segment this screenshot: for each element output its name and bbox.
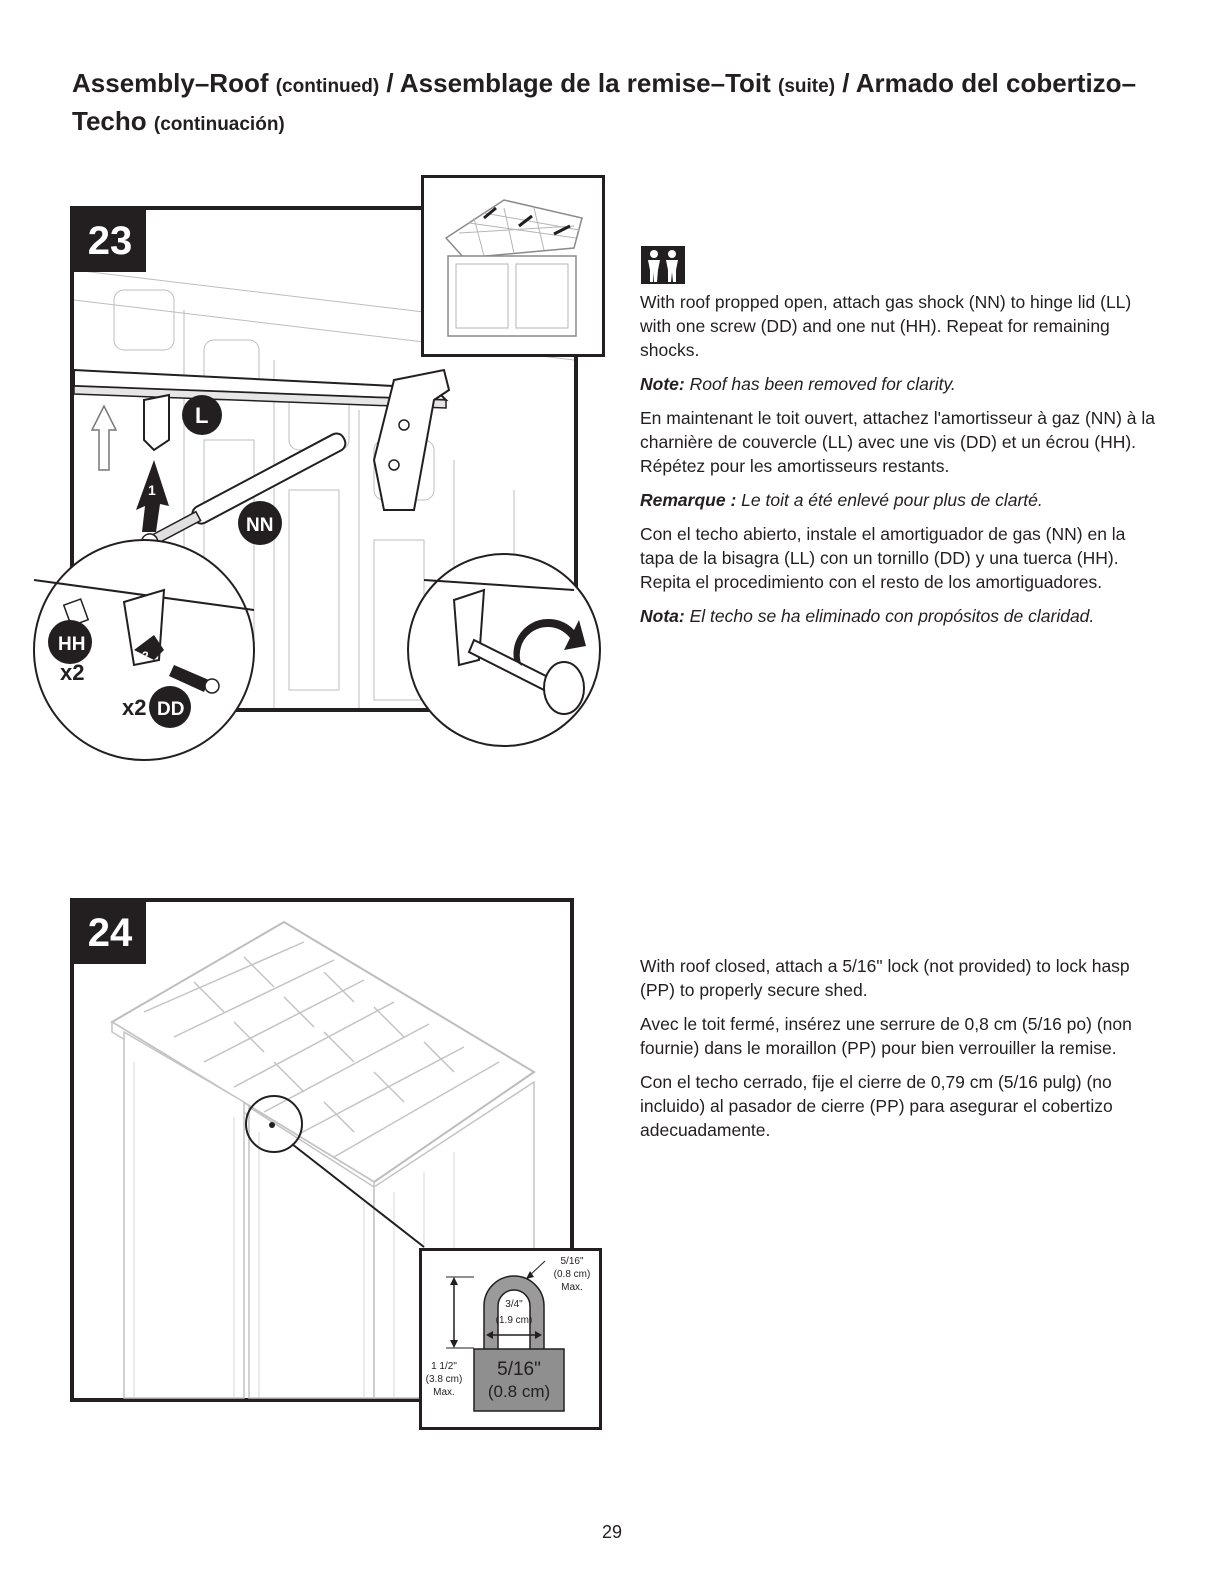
step-24-english: With roof closed, attach a 5/16" lock (n… [640,956,1130,1000]
step-23-instructions: With roof propped open, attach gas shock… [640,290,1155,638]
bracket [143,393,170,452]
step-23-english-note: Note: Roof has been removed for clarity. [640,372,1155,396]
width-dimension-cm: (1.9 cm) [496,1315,533,1326]
hinge-plate [372,368,451,511]
title-es-sub: (continuación) [153,114,285,135]
part-l-badge [182,395,222,435]
wrench-detail [407,553,601,747]
leader-line [291,1143,425,1248]
title-separator: / [379,68,400,98]
part-dd-count: x2 [122,695,146,720]
part-dd-label: DD [157,699,184,720]
step-24-lock-inset: 5/16" (0.8 cm) 3/4" (1.9 cm) 1 1/2" (3.8… [419,1248,602,1430]
step-23-french-note: Remarque : Le toit a été enlevé pour plu… [640,488,1155,512]
step-24-number: 24 [74,902,146,964]
title-en-sub: (continued) [275,76,380,97]
title-fr: Assemblage de la remise–Toit [399,68,771,98]
step-23-inset-overview [421,175,605,357]
shackle-dimension-cm: (0.8 cm) [554,1269,591,1280]
step-23-english: With roof propped open, attach gas shock… [640,292,1132,360]
note-label: Note: [640,374,685,394]
title-en: Assembly–Roof [72,68,269,98]
part-nn-label: NN [246,515,273,536]
lock-hasp-highlight [245,1095,303,1153]
height-dimension-max: Max. [433,1387,455,1398]
width-dimension: 3/4" [505,1299,523,1310]
shackle-dimension: 5/16" [560,1256,583,1267]
title-separator: / [835,68,856,98]
arrow-2-icon [134,635,164,660]
padlock-drawing: 5/16" (0.8 cm) 3/4" (1.9 cm) 1 1/2" (3.8… [426,1256,591,1412]
step-23-spanish-note: Nota: El techo se ha eliminado con propó… [640,604,1155,628]
step-23-spanish: Con el techo abierto, instale el amortig… [640,524,1126,592]
page-title: Assembly–Roof (continued) / Assemblage d… [72,66,1152,142]
padlock-body [473,1348,565,1412]
padlock-body-label-cm: (0.8 cm) [488,1382,550,1401]
step-24-spanish: Con el techo cerrado, fije el cierre de … [640,1072,1113,1140]
part-nn-badge [238,501,282,545]
gas-shock-assembly-drawing: 1 L NN 2 HH x2 x2 DD [33,269,601,761]
shackle-dimension-max: Max. [561,1282,583,1293]
note-text: El techo se ha eliminado con propósitos … [689,606,1095,626]
step-23-illustration: 1 L NN 2 HH x2 x2 DD [33,206,601,761]
part-l-label: L [195,403,208,428]
title-es: Armado del cobertizo–Techo [72,68,1137,136]
step-23-french: En maintenant le toit ouvert, attachez l… [640,408,1155,476]
note-label: Nota: [640,606,685,626]
step-24-illustration [70,898,574,1402]
rotate-arrow-icon [513,618,586,666]
shed-overview-drawing [444,199,583,337]
arrow-1-label: 1 [148,482,156,498]
roof-shingles [143,941,500,1158]
step-23-number: 23 [74,210,146,272]
screw-icon [169,665,209,692]
note-text: Le toit a été enlevé pour plus de clarté… [741,490,1043,510]
page-number: 29 [601,1522,623,1542]
title-fr-sub: (suite) [778,76,836,97]
note-label: Remarque : [640,490,737,510]
part-hh-count: x2 [60,660,84,685]
part-hh-badge [48,620,92,664]
step-24-french: Avec le toit fermé, insérez une serrure … [640,1014,1132,1058]
padlock-body-label: 5/16" [497,1359,541,1380]
part-hh-label: HH [58,634,85,655]
padlock-shackle [483,1275,545,1368]
nut-screw-detail: 2 [33,539,255,761]
lock-hasp-icon [269,1122,275,1128]
height-dimension-cm: (3.8 cm) [426,1374,463,1385]
part-dd-badge [149,686,191,728]
note-text: Roof has been removed for clarity. [689,374,956,394]
two-person-icon [641,246,685,284]
shed-left-door [123,1030,245,1399]
wall-arrow-icon [90,404,118,471]
arrow-1-icon [136,460,169,532]
height-dimension: 1 1/2" [431,1361,457,1372]
arrow-2-label: 2 [142,649,149,663]
step-24-instructions: With roof closed, attach a 5/16" lock (n… [640,954,1155,1152]
